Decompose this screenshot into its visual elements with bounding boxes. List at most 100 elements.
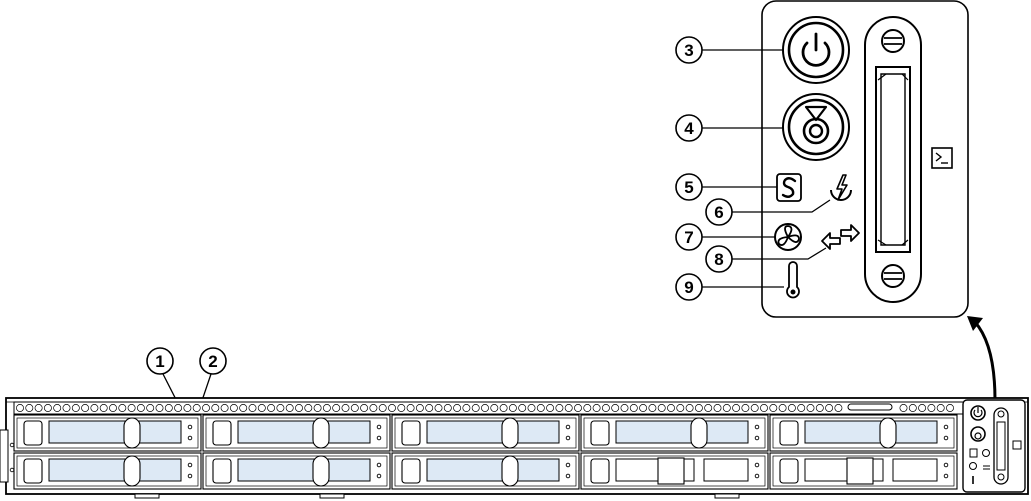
- vent-hole: [155, 404, 164, 412]
- drive-latch[interactable]: [401, 458, 421, 484]
- vent-hole: [657, 404, 666, 412]
- drive-activity-led: [376, 435, 382, 441]
- vent-hole: [322, 404, 331, 412]
- vent-hole: [806, 404, 815, 412]
- drive-bay-grid: [13, 414, 958, 490]
- vent-hole: [918, 404, 927, 412]
- vent-hole: [527, 404, 536, 412]
- callout-7: 7: [675, 223, 775, 251]
- callout-1: 1: [146, 347, 191, 428]
- drive-status-led: [187, 424, 193, 430]
- vent-hole: [899, 404, 908, 412]
- network-arrows-icon: [821, 224, 860, 250]
- drive-bay[interactable]: [391, 414, 580, 452]
- vent-hole: [257, 404, 266, 412]
- console-connector[interactable]: [864, 16, 922, 303]
- drive-activity-led: [376, 473, 382, 479]
- drive-latch[interactable]: [590, 458, 610, 484]
- drive-bay[interactable]: [580, 414, 769, 452]
- unit-identification-button[interactable]: [782, 93, 850, 161]
- vent-hole: [127, 404, 136, 412]
- vent-hole: [825, 404, 834, 412]
- drive-bay[interactable]: [202, 452, 391, 490]
- drive-latch[interactable]: [23, 420, 43, 446]
- callout-8: 8: [705, 245, 827, 273]
- vent-hole: [388, 404, 396, 412]
- callout-label: 8: [714, 250, 723, 269]
- vent-hole: [90, 404, 99, 412]
- vent-hole: [620, 404, 629, 412]
- drive-activity-led: [187, 435, 193, 441]
- vent-hole: [276, 404, 285, 412]
- drive-status-led: [943, 462, 949, 468]
- vent-hole: [369, 404, 378, 412]
- drive-latch[interactable]: [590, 420, 610, 446]
- network-link-led: [821, 224, 860, 250]
- drive-latch[interactable]: [779, 458, 799, 484]
- drive-bay[interactable]: [580, 452, 769, 490]
- drive-status-led: [187, 462, 193, 468]
- drive-bay[interactable]: [13, 452, 202, 490]
- system-s-icon: [781, 177, 797, 198]
- identify-button-small[interactable]: [970, 426, 986, 442]
- vent-hole: [676, 404, 685, 412]
- vent-hole: [406, 404, 415, 412]
- callout-label: 1: [155, 352, 164, 371]
- vent-hole: [834, 404, 843, 412]
- zoom-arrow: [967, 316, 997, 401]
- drive-latch[interactable]: [779, 420, 799, 446]
- vent-hole: [778, 404, 787, 412]
- callout-3: 3: [675, 36, 783, 64]
- server-chassis: [0, 397, 1029, 499]
- drive-bay[interactable]: [769, 414, 958, 452]
- vent-hole: [499, 404, 508, 412]
- callout-label: 3: [684, 41, 693, 60]
- drive-latch[interactable]: [401, 420, 421, 446]
- power-button[interactable]: [782, 16, 850, 84]
- callout-label: 2: [208, 352, 217, 371]
- vent-hole: [164, 404, 173, 412]
- vent-hole: [564, 404, 573, 412]
- vent-hole: [741, 404, 750, 412]
- vent-hole: [685, 404, 694, 412]
- drive-bay[interactable]: [769, 452, 958, 490]
- vent-hole: [667, 404, 675, 412]
- drive-bay[interactable]: [13, 414, 202, 452]
- drive-latch[interactable]: [212, 420, 232, 446]
- vent-hole: [592, 404, 601, 412]
- vent-hole: [694, 404, 703, 412]
- vent-hole: [797, 404, 806, 412]
- drive-bay[interactable]: [202, 414, 391, 452]
- callout-label: 9: [684, 278, 693, 297]
- vent-hole: [16, 404, 24, 412]
- vent-hole: [946, 404, 954, 412]
- vent-hole: [220, 404, 229, 412]
- vent-hole: [787, 404, 796, 412]
- drive-latch[interactable]: [212, 458, 232, 484]
- vent-hole: [536, 404, 545, 412]
- vent-hole: [732, 404, 741, 412]
- vent-hole: [704, 404, 713, 412]
- power-icon: [801, 32, 831, 67]
- vent-hole: [629, 404, 638, 412]
- drive-status-led: [376, 424, 382, 430]
- drive-latch[interactable]: [23, 458, 43, 484]
- vent-hole: [229, 404, 238, 412]
- screw-icon: [881, 264, 905, 288]
- vent-hole: [481, 404, 489, 412]
- vent-hole: [490, 404, 499, 412]
- callout-label: 4: [684, 119, 694, 138]
- vent-hole: [378, 404, 387, 412]
- vent-hole: [34, 404, 43, 412]
- control-panel-detail: [761, 0, 969, 318]
- system-status-led: [776, 173, 802, 202]
- vent-hole: [350, 404, 359, 412]
- vent-hole: [25, 404, 34, 412]
- vent-hole: [518, 404, 527, 412]
- vent-hole: [648, 404, 657, 412]
- drive-bay[interactable]: [391, 452, 580, 490]
- vent-hole: [397, 404, 406, 412]
- drive-status-led: [754, 424, 760, 430]
- callout-9: 9: [675, 273, 784, 301]
- vent-hole: [109, 404, 117, 412]
